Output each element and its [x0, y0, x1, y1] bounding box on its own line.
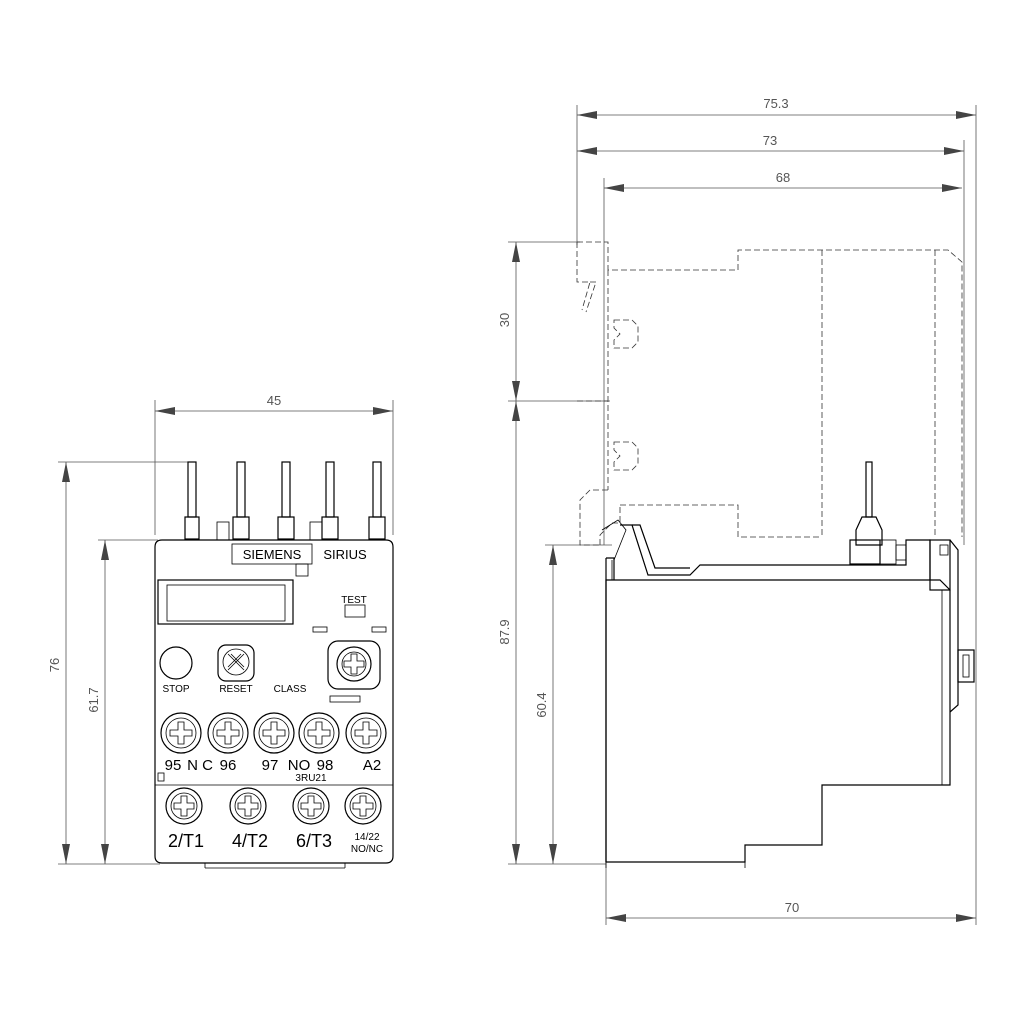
side-pin [849, 461, 907, 565]
relay-side-body [601, 519, 975, 868]
reset-label: RESET [219, 684, 252, 695]
terminal-screw-t1[interactable] [165, 787, 203, 825]
front-housing [154, 539, 394, 864]
label-2-t1: 2/T1 [168, 831, 204, 851]
label-no: NO [288, 757, 311, 774]
dim-label-70: 70 [785, 900, 799, 915]
front-view: 45 76 61.7 [47, 393, 394, 869]
dim-height-60-4: 60.4 [534, 544, 612, 864]
label-97: 97 [262, 757, 279, 774]
dim-depth-73: 73 [577, 133, 965, 545]
display-window [157, 579, 294, 625]
label-14-22: 14/22 [354, 832, 379, 843]
stop-button[interactable] [159, 646, 193, 680]
dim-label-75-3: 75.3 [763, 96, 788, 111]
terminal-screw-t2[interactable] [229, 787, 267, 825]
dim-height-61-7: 61.7 [86, 539, 158, 864]
terminal-screw-95-96[interactable] [160, 712, 202, 754]
terminal-screw-t3[interactable] [292, 787, 330, 825]
side-view: 75.3 73 68 70 [497, 96, 977, 925]
brand-plate [231, 543, 313, 565]
dim-base-70: 70 [605, 862, 976, 925]
label-no-nc: NO/NC [351, 844, 383, 855]
dim-width-45: 45 [154, 393, 394, 535]
label-95: 95 [165, 757, 182, 774]
aux-terminal-row [160, 712, 387, 754]
label-98: 98 [317, 757, 334, 774]
stop-label: STOP [162, 684, 189, 695]
test-button[interactable] [344, 604, 366, 618]
dim-label-30: 30 [497, 313, 512, 327]
dim-label-87-9: 87.9 [497, 619, 512, 644]
terminal-screw-14-22[interactable] [344, 787, 382, 825]
dim-label-45: 45 [267, 393, 281, 408]
product-label: SIRIUS [323, 547, 367, 562]
model-label: 3RU21 [295, 773, 327, 784]
terminal-screw-98[interactable] [298, 712, 340, 754]
dim-label-60-4: 60.4 [534, 692, 549, 717]
dim-label-73: 73 [763, 133, 777, 148]
dim-depth-75-3: 75.3 [576, 96, 977, 925]
contactor-hidden-outline [576, 241, 963, 546]
label-6-t3: 6/T3 [296, 831, 332, 851]
brand-label: SIEMENS [243, 547, 302, 562]
dim-label-68: 68 [776, 170, 790, 185]
label-4-t2: 4/T2 [232, 831, 268, 851]
label-96: 96 [220, 757, 237, 774]
test-label: TEST [341, 595, 367, 606]
main-terminal-row [165, 787, 382, 825]
dim-height-87-9: 87.9 [497, 401, 606, 865]
terminal-screw-97[interactable] [253, 712, 295, 754]
terminal-screw-a2[interactable] [345, 712, 387, 754]
class-dial[interactable] [327, 640, 381, 690]
connection-pins [184, 461, 386, 541]
dim-depth-68: 68 [603, 170, 962, 545]
dim-label-61-7: 61.7 [86, 687, 101, 712]
dim-label-76: 76 [47, 658, 62, 672]
label-a2: A2 [363, 757, 381, 774]
reset-button[interactable] [217, 644, 255, 682]
dim-mount-30: 30 [497, 241, 610, 402]
class-label: CLASS [274, 684, 307, 695]
terminal-screw-nc[interactable] [207, 712, 249, 754]
label-nc: N C [187, 757, 213, 774]
dim-height-76: 76 [47, 461, 190, 865]
